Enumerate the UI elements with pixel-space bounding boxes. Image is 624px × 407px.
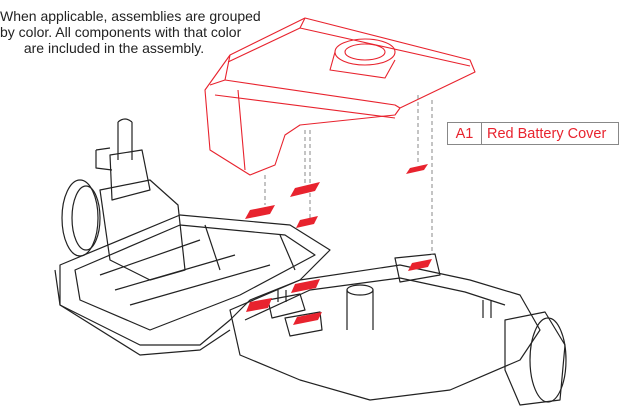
note-line: are included in the assembly. <box>23 40 205 56</box>
scooter-base <box>54 118 567 406</box>
note-line: When applicable, assemblies are grouped <box>0 8 261 24</box>
note-line: by color. All components with that color <box>0 24 242 40</box>
part-name: Red Battery Cover <box>487 125 607 142</box>
assembly-note: When applicable, assemblies are grouped … <box>0 8 261 56</box>
part-code: A1 <box>448 123 482 144</box>
red-mount-points <box>245 164 432 325</box>
leader-lines <box>264 95 433 255</box>
red-battery-cover <box>204 17 476 176</box>
part-label: A1 Red Battery Cover <box>447 122 619 145</box>
